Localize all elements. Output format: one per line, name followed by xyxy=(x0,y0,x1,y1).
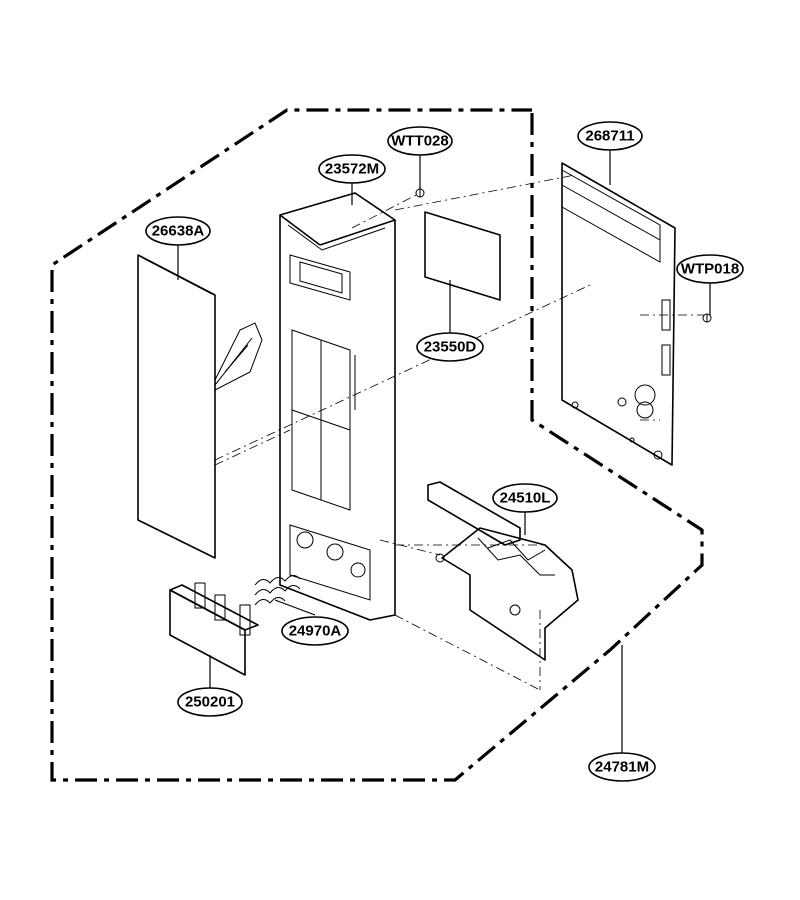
callout-WTT028: WTT028 xyxy=(387,126,453,156)
callout-26638A: 26638A xyxy=(145,216,211,246)
callout-23550D: 23550D xyxy=(416,332,484,362)
callout-label: 24970A xyxy=(289,623,342,640)
callout-24510L: 24510L xyxy=(492,483,558,513)
callout-label: 250201 xyxy=(185,694,235,711)
part-screw-wtt028 xyxy=(415,188,425,198)
callout-label: 23572M xyxy=(325,161,379,178)
callout-label: 268711 xyxy=(585,128,634,145)
alignment-guides xyxy=(214,174,705,691)
part-window-panel xyxy=(424,211,501,301)
part-push-button xyxy=(169,582,259,676)
callout-label: WTP018 xyxy=(681,261,739,278)
callout-268711: 268711 xyxy=(577,121,643,151)
assembly-boundary xyxy=(50,108,704,782)
part-spring xyxy=(254,575,301,606)
callout-label: 23550D xyxy=(424,339,477,356)
callout-250201: 250201 xyxy=(177,687,243,717)
part-screw-wtp018 xyxy=(702,313,712,323)
part-latch-bracket xyxy=(427,481,579,661)
leader-lines xyxy=(177,150,711,753)
part-control-panel-frame xyxy=(279,192,396,621)
callout-24781M: 24781M xyxy=(588,752,656,782)
callout-24970A: 24970A xyxy=(281,616,349,646)
callout-label: 26638A xyxy=(152,223,205,240)
callout-23572M: 23572M xyxy=(318,154,386,184)
part-pcb-board xyxy=(561,162,676,466)
callout-label: 24510L xyxy=(500,490,551,507)
callout-WTP018: WTP018 xyxy=(676,254,744,284)
part-membrane-keypad xyxy=(137,254,263,559)
callout-label: 24781M xyxy=(595,759,649,776)
callout-label: WTT028 xyxy=(391,133,449,150)
